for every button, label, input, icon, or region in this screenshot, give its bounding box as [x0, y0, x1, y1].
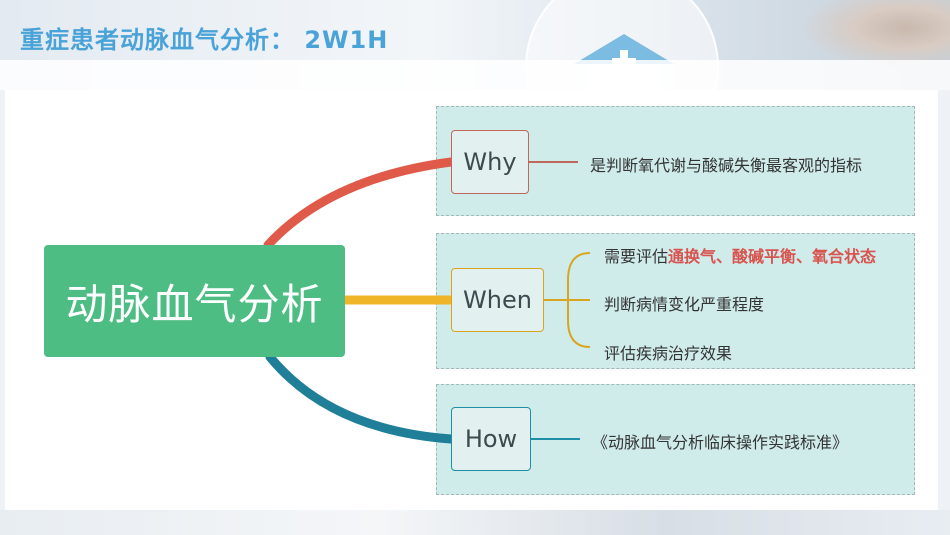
how-connector	[265, 352, 456, 444]
why-leaf: 是判断氧代谢与酸碱失衡最客观的指标	[590, 156, 863, 175]
why-connector	[263, 157, 456, 250]
branch-how[interactable]: How	[451, 407, 531, 471]
when-leaf-effect: 评估疾病治疗效果	[604, 344, 733, 363]
root-node[interactable]: 动脉血气分析	[44, 245, 345, 357]
header-divider	[0, 60, 950, 90]
branch-why[interactable]: Why	[451, 130, 529, 194]
when-leaf-assess-prefix: 需要评估	[604, 247, 669, 266]
footer-background	[0, 510, 950, 535]
branch-when[interactable]: When	[451, 268, 544, 332]
doctor-photo	[800, 0, 950, 70]
when-leaf-assess-highlight: 通换气、酸碱平衡、氧合状态	[668, 247, 877, 266]
how-leaf: 《动脉血气分析临床操作实践标准》	[592, 433, 849, 452]
page-title: 重症患者动脉血气分析： 2W1H	[20, 26, 389, 54]
when-leaf-severity: 判断病情变化严重程度	[604, 295, 765, 314]
when-leaf-assess: 需要评估通换气、酸碱平衡、氧合状态	[604, 243, 876, 267]
